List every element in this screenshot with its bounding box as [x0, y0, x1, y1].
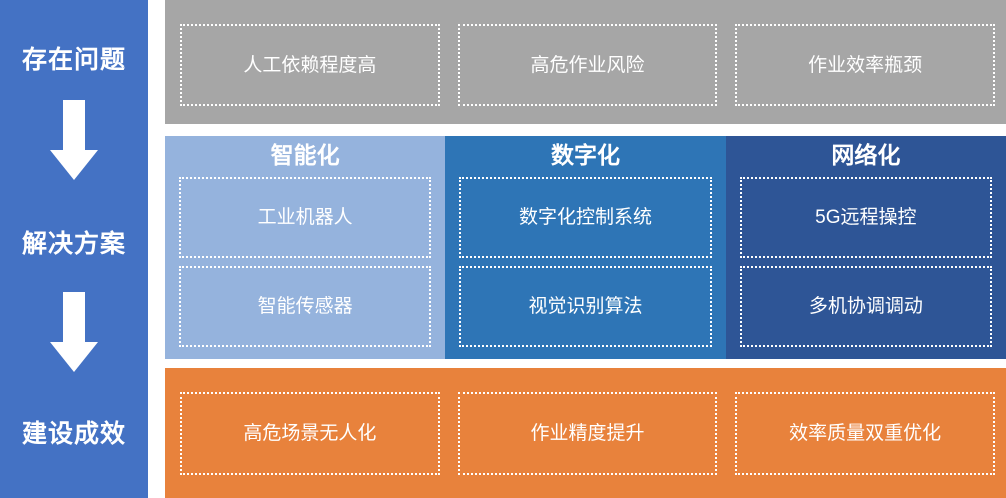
solution-column-intelligent: 智能化 工业机器人 智能传感器 — [165, 136, 446, 359]
arrow-head — [50, 150, 98, 180]
solution-card-label: 多机协调调动 — [808, 296, 923, 317]
arrow-head — [50, 342, 98, 372]
result-card-2[interactable]: 作业精度提升 — [457, 392, 718, 475]
solution-card-2-2[interactable]: 视觉识别算法 — [459, 266, 712, 347]
solution-card-label: 数字化控制系统 — [518, 207, 652, 228]
arrow-shaft — [63, 100, 85, 152]
problems-box-row: 人工依赖程度高 高危作业风险 作业效率瓶颈 — [180, 24, 996, 106]
solution-card-1-1[interactable]: 工业机器人 — [179, 177, 432, 258]
solutions-band: 智能化 工业机器人 智能传感器 数字化 数字化控制系统 视觉识别算法 网络化 5… — [165, 136, 1006, 359]
down-arrow-icon-2 — [50, 292, 98, 372]
problem-card-label: 人工依赖程度高 — [243, 54, 377, 76]
solution-card-label: 5G远程操控 — [815, 207, 917, 228]
stage-label-results: 建设成效 — [21, 420, 126, 448]
solution-card-1-2[interactable]: 智能传感器 — [179, 266, 432, 347]
solution-column-header: 网络化 — [831, 142, 901, 168]
problems-band: 人工依赖程度高 高危作业风险 作业效率瓶颈 — [165, 0, 1006, 124]
problem-card-1[interactable]: 人工依赖程度高 — [180, 24, 440, 106]
result-card-1[interactable]: 高危场景无人化 — [180, 392, 440, 475]
arrow-shaft — [63, 292, 85, 344]
result-card-label: 作业精度提升 — [530, 423, 645, 444]
problem-card-label: 高危作业风险 — [530, 54, 645, 76]
problem-card-label: 作业效率瓶颈 — [808, 54, 923, 76]
solution-card-2-1[interactable]: 数字化控制系统 — [459, 177, 712, 258]
solution-column-network: 网络化 5G远程操控 多机协调调动 — [725, 136, 1006, 359]
result-card-label: 效率质量双重优化 — [789, 423, 942, 444]
solution-card-3-2[interactable]: 多机协调调动 — [739, 266, 992, 347]
results-band: 高危场景无人化 作业精度提升 效率质量双重优化 — [165, 368, 1006, 498]
stage-sidebar: 存在问题 解决方案 建设成效 — [0, 0, 148, 498]
solution-card-label: 视觉识别算法 — [528, 296, 643, 317]
down-arrow-icon-1 — [50, 100, 98, 180]
solution-column-digital: 数字化 数字化控制系统 视觉识别算法 — [445, 136, 726, 359]
solution-column-header: 智能化 — [270, 142, 340, 168]
stage-label-solutions: 解决方案 — [21, 230, 126, 258]
problem-card-2[interactable]: 高危作业风险 — [457, 24, 718, 106]
solution-card-3-1[interactable]: 5G远程操控 — [739, 177, 992, 258]
result-card-label: 高危场景无人化 — [243, 423, 377, 444]
solution-column-header: 数字化 — [550, 142, 620, 168]
solution-card-label: 工业机器人 — [257, 207, 353, 228]
problem-card-3[interactable]: 作业效率瓶颈 — [735, 24, 996, 106]
solution-card-label: 智能传感器 — [257, 296, 353, 317]
results-box-row: 高危场景无人化 作业精度提升 效率质量双重优化 — [180, 392, 996, 475]
stage-label-problems: 存在问题 — [21, 46, 126, 74]
result-card-3[interactable]: 效率质量双重优化 — [735, 392, 996, 475]
